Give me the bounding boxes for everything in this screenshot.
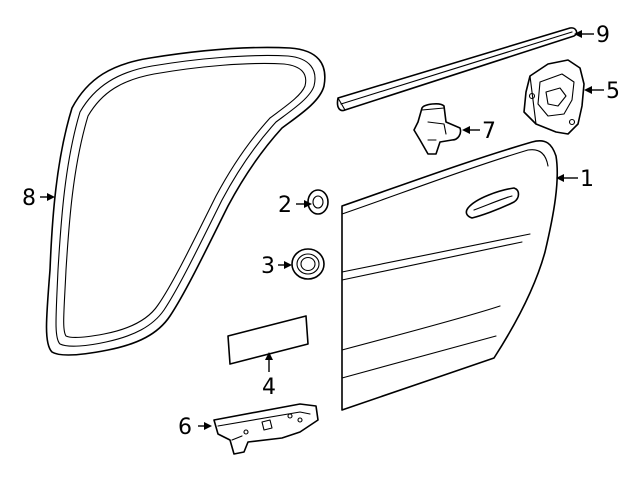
callout-5-label: 5 xyxy=(606,79,620,104)
callout-9-label: 9 xyxy=(596,23,610,48)
door-latch-bracket-part xyxy=(523,59,585,135)
weatherstrip-seal-part xyxy=(45,46,326,356)
callout-7-label: 7 xyxy=(482,119,496,144)
plug-part xyxy=(291,248,325,280)
lower-bracket-part xyxy=(213,403,319,455)
clip-part xyxy=(413,103,462,155)
callout-1: 1 xyxy=(556,167,594,192)
label-tape-part xyxy=(227,315,309,365)
callout-9: 9 xyxy=(574,23,610,48)
callout-3: 3 xyxy=(261,254,292,279)
callout-1-label: 1 xyxy=(580,167,594,192)
callout-7: 7 xyxy=(462,119,496,144)
callout-4: 4 xyxy=(262,352,276,400)
grommet-part xyxy=(307,189,329,215)
callout-3-label: 3 xyxy=(261,254,275,279)
belt-molding-part xyxy=(336,27,578,112)
callout-2: 2 xyxy=(278,193,312,218)
callout-6: 6 xyxy=(178,415,212,440)
rear-door-shell-part xyxy=(341,140,559,411)
callout-6-label: 6 xyxy=(178,415,192,440)
callout-8: 8 xyxy=(22,186,55,211)
callout-4-label: 4 xyxy=(262,375,276,400)
callout-8-label: 8 xyxy=(22,186,36,211)
callout-2-label: 2 xyxy=(278,193,292,218)
callout-5: 5 xyxy=(584,79,620,104)
